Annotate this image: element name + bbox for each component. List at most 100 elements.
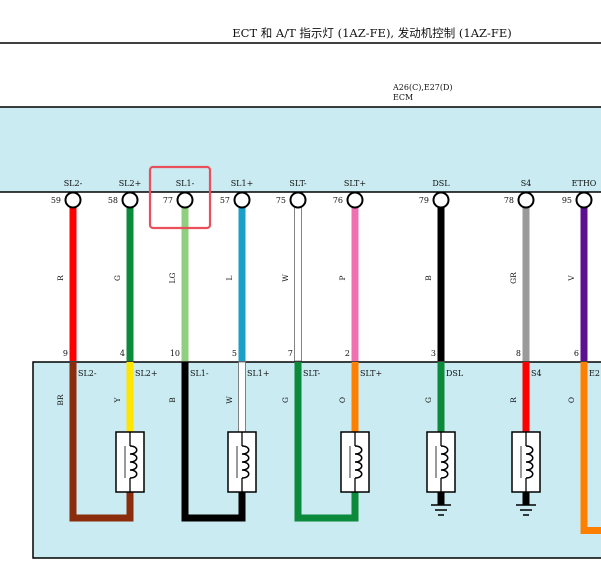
lower-wire-color-code: O xyxy=(567,397,576,403)
diagram-title: ECT 和 A/T 指示灯 (1AZ-FE), 发动机控制 (1AZ-FE) xyxy=(232,26,512,40)
bottom-pin-number: 3 xyxy=(431,349,436,358)
ecm-pin xyxy=(346,191,364,209)
bottom-pin-number: 4 xyxy=(120,349,125,358)
wire-color-code: R xyxy=(56,275,65,281)
upper-wire xyxy=(238,207,246,361)
bottom-pin-number: 8 xyxy=(516,349,521,358)
lower-wire xyxy=(437,362,445,432)
ecm-pin-number: 58 xyxy=(108,196,118,205)
ecm-pin-number: 59 xyxy=(51,196,61,205)
lower-wire xyxy=(126,362,134,432)
ecm-signal-label: SL1- xyxy=(176,179,195,188)
ecm-signal-label: SL2+ xyxy=(119,179,142,188)
bottom-pin-number: 7 xyxy=(288,349,293,358)
bottom-pin-label: SLT- xyxy=(303,369,320,378)
bottom-pin-label: SL1+ xyxy=(247,369,270,378)
lower-wire-color-code: W xyxy=(225,396,234,404)
ground-symbol xyxy=(516,504,536,516)
ecm-pin xyxy=(432,191,450,209)
upper-wire xyxy=(522,207,530,361)
solenoid xyxy=(511,431,541,493)
bottom-pin-label: SL2- xyxy=(78,369,97,378)
bottom-pin-number: 5 xyxy=(232,349,237,358)
solenoid xyxy=(115,431,145,493)
lower-wire-loop xyxy=(69,514,134,522)
upper-wire xyxy=(294,207,302,362)
wire-color-code: L xyxy=(225,275,234,280)
lower-wire xyxy=(522,362,530,432)
ecm-signal-label: SL2- xyxy=(64,179,83,188)
wire-color-code: W xyxy=(281,274,290,282)
ecm-pin-number: 75 xyxy=(276,196,286,205)
upper-wire xyxy=(580,207,588,361)
ecm-pin xyxy=(233,191,251,209)
lower-wire xyxy=(238,361,246,433)
ecm-pin xyxy=(575,191,593,209)
coil-symbol xyxy=(354,445,363,479)
bottom-pin-number: 2 xyxy=(345,349,350,358)
ecm-signal-label: ETHO xyxy=(572,179,597,188)
lower-wire-loop xyxy=(181,514,246,522)
coil-symbol xyxy=(129,445,138,479)
ecm-pin xyxy=(289,191,307,209)
lower-wire-color-code: O xyxy=(338,397,347,403)
component-layer xyxy=(115,431,541,516)
ecm-signal-label: SLT+ xyxy=(344,179,366,188)
wire-color-code: G xyxy=(113,275,122,281)
wire-color-code: GR xyxy=(509,272,518,284)
bottom-pin-label: SLT+ xyxy=(360,369,382,378)
lower-wire xyxy=(181,362,189,522)
lower-wire xyxy=(351,362,359,432)
upper-wire xyxy=(181,207,189,361)
ecm-signal-label: SL1+ xyxy=(231,179,254,188)
bottom-pin-number: 6 xyxy=(574,349,579,358)
ecm-pin-number: 76 xyxy=(333,196,343,205)
bottom-pin-label: S4 xyxy=(531,369,542,378)
bottom-pin-label: SL2+ xyxy=(135,369,158,378)
lower-wire-color-code: Y xyxy=(113,396,122,403)
ground-symbol xyxy=(431,504,451,516)
lower-wire xyxy=(351,492,359,522)
lower-wire-color-code: R xyxy=(509,397,518,403)
solenoid xyxy=(227,431,257,493)
ecm-pin xyxy=(64,191,82,209)
lower-wire xyxy=(126,492,134,522)
highlight-box xyxy=(148,165,212,230)
ecm-pin-number: 79 xyxy=(419,196,429,205)
coil-symbol xyxy=(241,445,250,479)
ecm-pin xyxy=(176,191,194,209)
ecm-signal-label: DSL xyxy=(432,179,450,188)
upper-wire xyxy=(126,207,134,361)
solenoid xyxy=(426,431,456,493)
bottom-pin-label: SL1- xyxy=(190,369,209,378)
ecm-signal-label: SLT- xyxy=(289,179,306,188)
bottom-pin-number: 10 xyxy=(170,349,180,358)
lower-wire-loop xyxy=(294,514,359,522)
ecm-pin-number: 78 xyxy=(504,196,514,205)
upper-wire xyxy=(437,207,445,361)
lower-wire xyxy=(69,362,77,522)
wire-color-code: P xyxy=(338,275,347,280)
lower-wire-color-code: G xyxy=(424,397,433,403)
ecm-pin xyxy=(121,191,139,209)
solenoid xyxy=(340,431,370,493)
bottom-pin-label: E2 xyxy=(589,369,600,378)
ecm-signal-label: S4 xyxy=(521,179,532,188)
bottom-pin-number: 9 xyxy=(63,349,68,358)
upper-wire xyxy=(69,207,77,361)
ecm-pin-number: 77 xyxy=(163,196,173,205)
ecm-pin xyxy=(517,191,535,209)
ecm-block xyxy=(0,107,601,192)
lower-wire xyxy=(238,492,246,522)
lower-wire xyxy=(294,362,302,522)
ecm-pin-number: 95 xyxy=(562,196,572,205)
coil-symbol xyxy=(440,445,449,479)
ground-lead xyxy=(522,492,530,505)
ecm-pin-number: 57 xyxy=(220,196,230,205)
lower-wire xyxy=(580,527,601,534)
bottom-pin-label: DSL xyxy=(446,369,464,378)
lower-wire xyxy=(580,362,588,534)
ground-lead xyxy=(437,492,445,505)
wire-color-code: LG xyxy=(168,273,177,284)
